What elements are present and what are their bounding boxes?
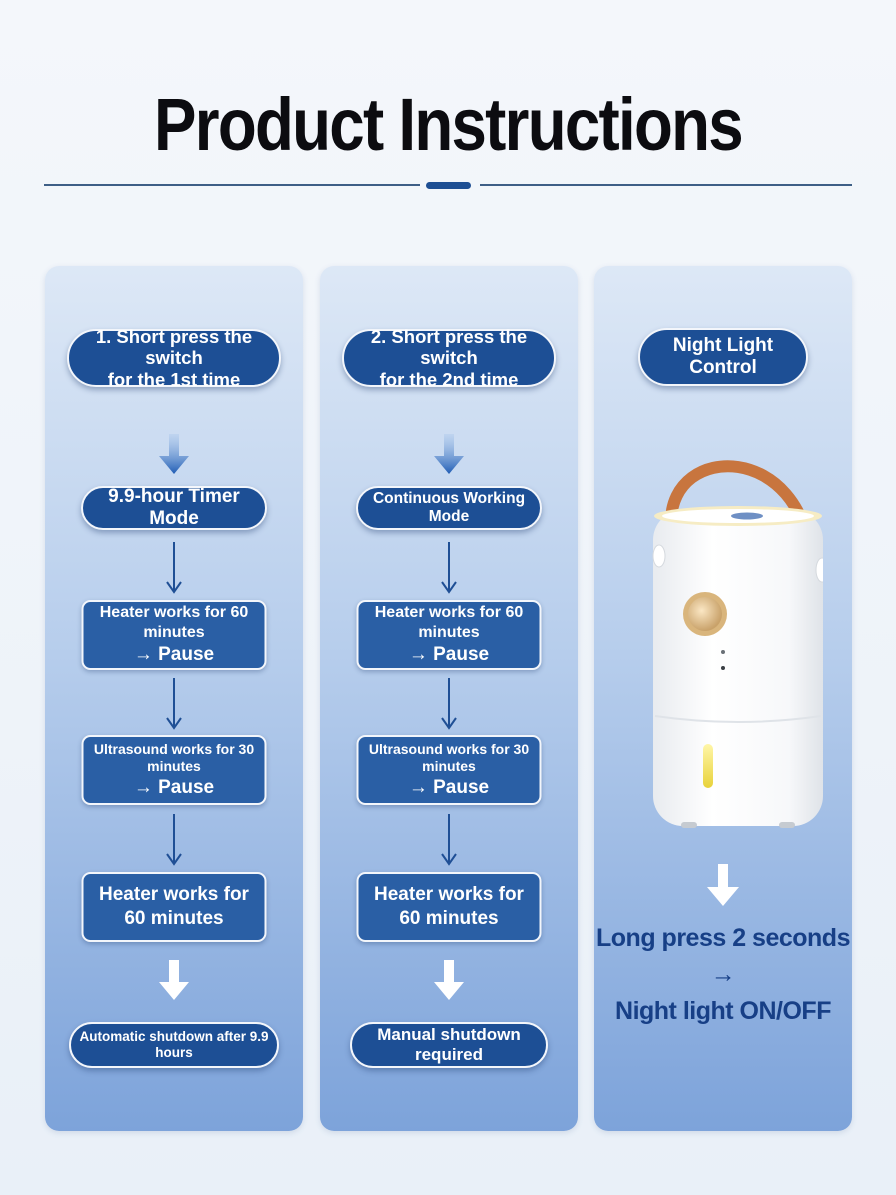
step-heater-final: Heater works for 60 minutes [81, 872, 267, 942]
step-heater: Heater works for 60 minutes → Pause [356, 600, 542, 670]
panel-heading: 2. Short press the switch for the 2nd ti… [342, 326, 556, 390]
block-arrow-down-icon [434, 960, 464, 1000]
night-light-panel: Night Light Control [594, 266, 852, 1131]
continuous-mode-panel: 2. Short press the switch for the 2nd ti… [320, 266, 578, 1131]
step-line2: → Pause [133, 776, 215, 798]
timer-mode-panel: 1. Short press the switch for the 1st ti… [45, 266, 303, 1131]
night-light-instruction: Long press 2 seconds → Night light ON/OF… [594, 920, 852, 1029]
step-heater: Heater works for 60 minutes → Pause [81, 600, 267, 670]
panel-heading-line1: 1. Short press the switch [95, 326, 253, 369]
arrow-down-icon [166, 542, 182, 594]
step-line2: → Pause [133, 644, 215, 666]
step-heater-final: Heater works for 60 minutes [356, 872, 542, 942]
mode-label: Continuous Working Mode [356, 486, 542, 530]
panel-heading: 1. Short press the switch for the 1st ti… [67, 326, 281, 390]
step-line1: Ultrasound works for 30 minutes [93, 740, 255, 775]
step-line1: Ultrasound works for 30 minutes [368, 740, 530, 775]
divider-right [480, 184, 852, 186]
panel-heading-line1: 2. Short press the switch [370, 326, 528, 369]
page-title: Product Instructions [154, 83, 744, 166]
step-line1: Heater works for [99, 884, 249, 906]
humidifier-image [652, 460, 823, 828]
end-label: Automatic shutdown after 9.9 hours [69, 1022, 279, 1068]
end-label: Manual shutdown required [350, 1022, 548, 1068]
step-line2: → Pause [408, 776, 490, 798]
arrow-down-icon [166, 814, 182, 866]
step-line2: 60 minutes [399, 908, 499, 929]
night-light-instruction-line1: Long press 2 seconds → [596, 924, 850, 989]
night-light-heading: Night Light Control [638, 328, 808, 386]
night-light-instruction-line2: Night light ON/OFF [615, 996, 831, 1025]
block-arrow-down-icon [707, 864, 739, 906]
step-ultrasound: Ultrasound works for 30 minutes → Pause [356, 735, 542, 805]
step-line1: Heater works for 60 minutes [99, 604, 249, 642]
block-arrow-down-icon [159, 960, 189, 1000]
block-arrow-down-icon [159, 434, 189, 474]
step-line1: Heater works for 60 minutes [374, 604, 524, 642]
mode-label: 9.9-hour Timer Mode [81, 486, 267, 530]
arrow-down-icon [166, 678, 182, 730]
panel-heading-line2: for the 2nd time [379, 368, 519, 390]
step-line1: Heater works for [374, 884, 524, 906]
step-ultrasound: Ultrasound works for 30 minutes → Pause [81, 735, 267, 805]
step-line2: → Pause [408, 644, 490, 666]
step-line2: 60 minutes [124, 908, 224, 929]
arrow-down-icon [441, 678, 457, 730]
block-arrow-down-icon [434, 434, 464, 474]
arrow-down-icon [441, 814, 457, 866]
divider-accent [426, 182, 471, 189]
arrow-down-icon [441, 542, 457, 594]
divider-left [44, 184, 420, 186]
panel-heading-line2: for the 1st time [107, 368, 241, 390]
